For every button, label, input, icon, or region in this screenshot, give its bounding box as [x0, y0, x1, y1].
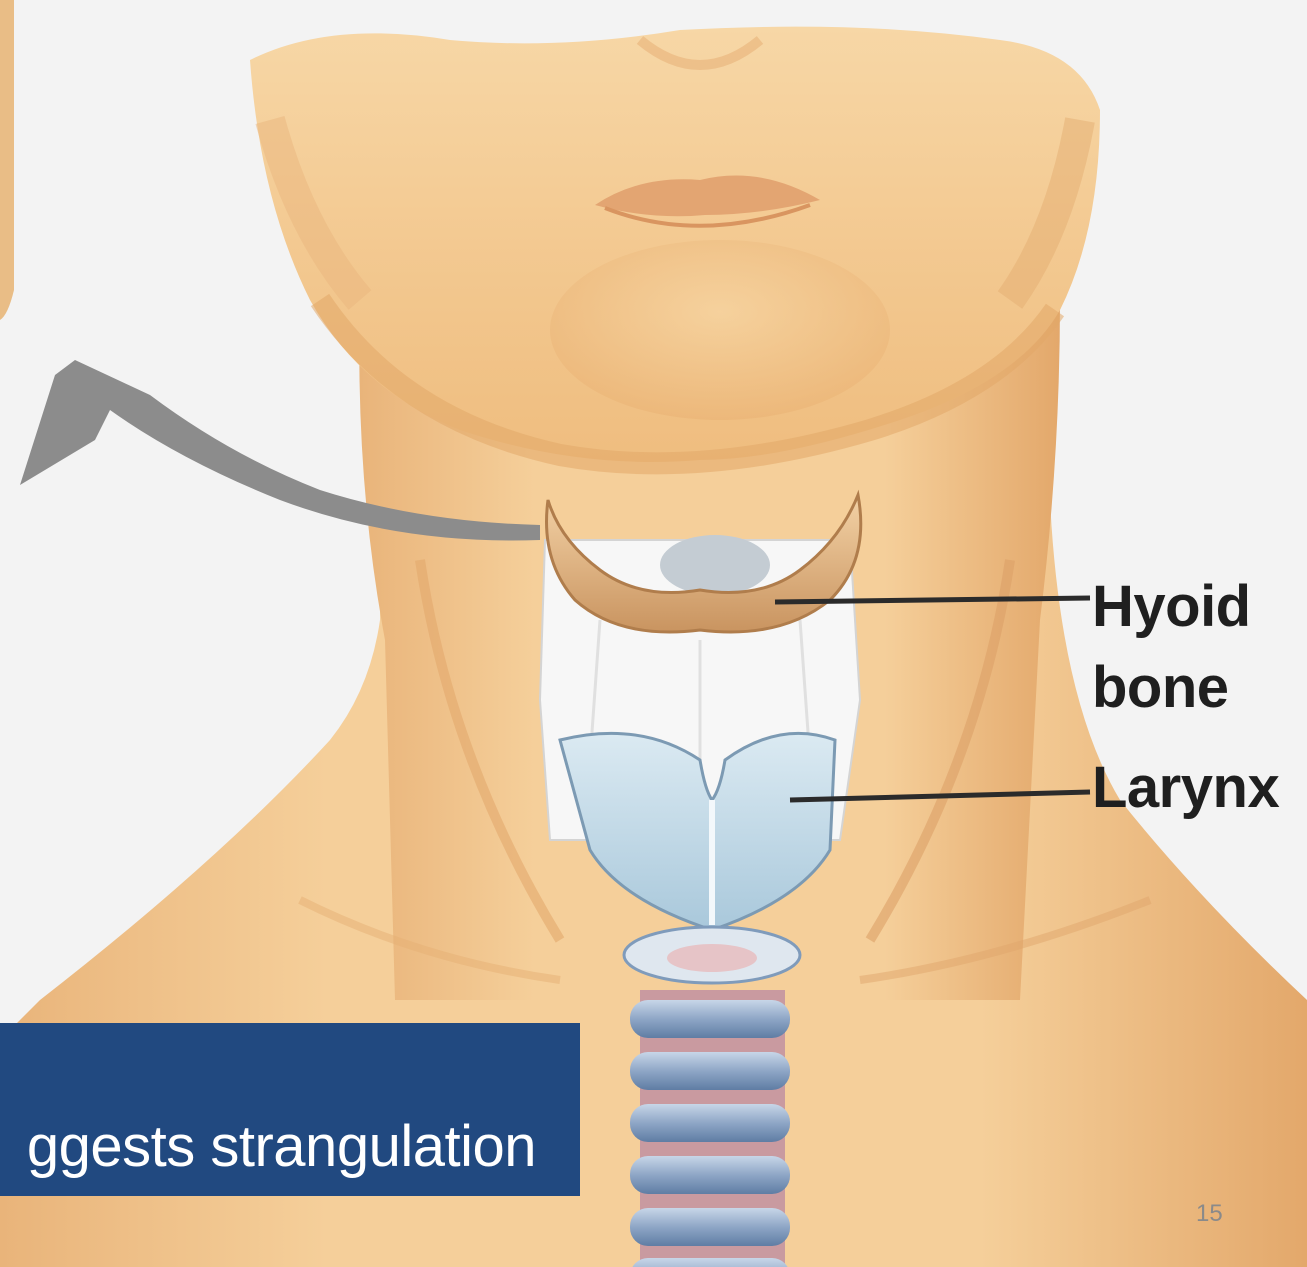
left-edge-fragment	[0, 0, 14, 320]
trachea	[630, 990, 790, 1267]
hyoid-label-line2: bone	[1092, 655, 1229, 721]
slide-number: 15	[1196, 1200, 1223, 1228]
hyoid-label-line1: Hyoid	[1092, 574, 1251, 640]
caption-box: ggests strangulation	[0, 1023, 580, 1196]
larynx-label: Larynx	[1092, 755, 1279, 821]
caption-text: ggests strangulation	[27, 1112, 536, 1182]
